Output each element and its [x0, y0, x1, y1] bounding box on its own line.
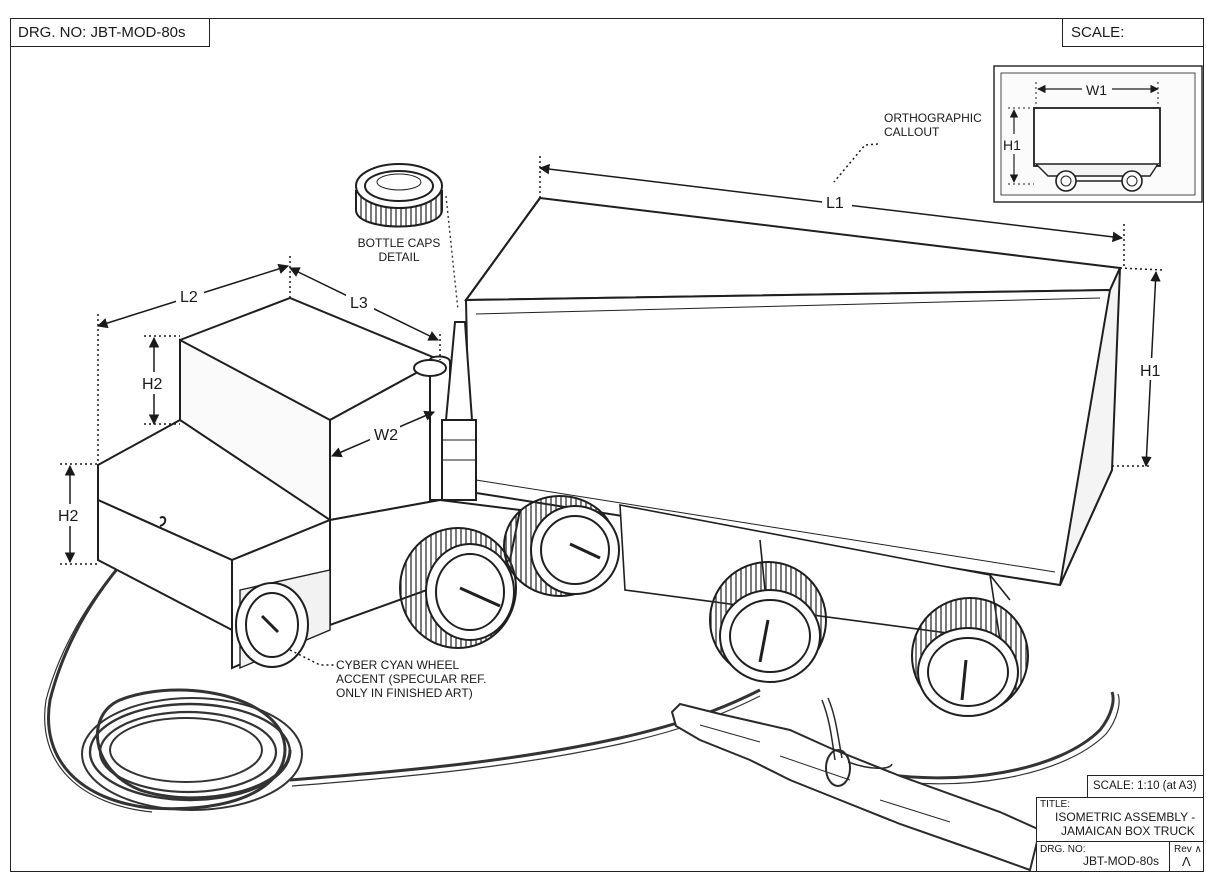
- sheet-border: [10, 18, 1204, 872]
- orthographic-callout-line1: ORTHOGRAPHIC: [884, 111, 982, 125]
- drawing-number-header: DRG. NO: JBT-MOD-80s: [18, 24, 186, 41]
- wheel-trailer-2: [911, 597, 1029, 717]
- title-block-title: TITLE: ISOMETRIC ASSEMBLY - JAMAICAN BOX…: [1036, 797, 1204, 842]
- title-block-title-line2: JAMAICAN BOX TRUCK: [1061, 824, 1195, 838]
- title-block-scale-text: SCALE: 1:10 (at A3): [1093, 780, 1197, 792]
- dimension-l3: L3: [350, 295, 368, 312]
- rope-coil: [44, 518, 1120, 813]
- title-block-rev-value: Λ: [1182, 854, 1191, 869]
- title-block-title-label: TITLE:: [1040, 799, 1071, 810]
- dimension-h2-upper: H2: [142, 376, 163, 393]
- dimension-w2: W2: [374, 427, 398, 444]
- title-block-scale: SCALE: 1:10 (at A3): [1087, 775, 1204, 798]
- scale-header: SCALE:: [1071, 24, 1125, 41]
- wheel-rear-cab-1: [399, 527, 517, 649]
- dimension-h1: H1: [1140, 363, 1161, 380]
- wooden-stick: [670, 697, 1042, 872]
- title-block-drg-value: JBT-MOD-80s: [1083, 854, 1160, 868]
- title-block-rev-label: Rev ∧: [1174, 844, 1202, 855]
- wheel-rear-cab-2: [503, 495, 620, 597]
- scale-box: SCALE:: [1062, 18, 1204, 47]
- dimension-h2-lower: H2: [58, 508, 79, 525]
- title-block-drg: DRG. NO: JBT-MOD-80s: [1036, 841, 1170, 872]
- inset-w1-label: W1: [1086, 82, 1107, 98]
- title-block-title-line1: ISOMETRIC ASSEMBLY -: [1055, 810, 1196, 824]
- wheel-front-cab: [235, 582, 309, 668]
- orthographic-callout-line2: CALLOUT: [884, 125, 940, 139]
- wheel-callout-line1: CYBER CYAN WHEEL: [336, 658, 459, 672]
- wheel-callout-line3: ONLY IN FINISHED ART): [336, 686, 473, 700]
- dimension-l2: L2: [180, 289, 198, 306]
- wheel-trailer-1: [709, 561, 827, 683]
- bottle-cap-detail: [355, 163, 443, 228]
- inset-h1-label: H1: [1003, 137, 1021, 153]
- drawing-number-box: DRG. NO: JBT-MOD-80s: [10, 18, 210, 47]
- bottle-cap-leader: [445, 195, 459, 311]
- title-block-drg-label: DRG. NO:: [1040, 844, 1086, 855]
- wheel-callout-line2: ACCENT (SPECULAR REF.: [336, 672, 486, 686]
- title-block-rev: Rev ∧ Λ: [1169, 841, 1204, 872]
- bottle-caps-callout-line2: DETAIL: [378, 250, 419, 264]
- bottle-caps-callout-line1: BOTTLE CAPS: [358, 236, 441, 250]
- dimension-l1: L1: [826, 195, 844, 212]
